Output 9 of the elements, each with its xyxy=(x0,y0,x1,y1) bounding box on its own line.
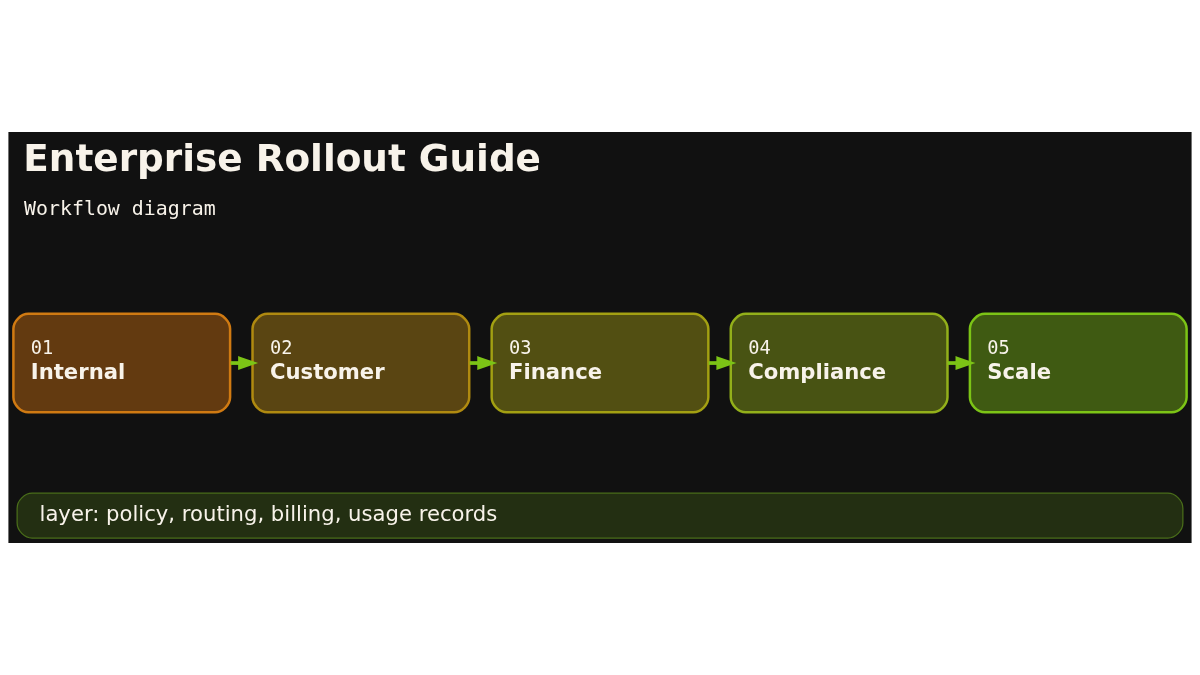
arrow xyxy=(947,356,976,371)
node-box: 03 Finance xyxy=(490,312,710,414)
node-box: 02 Customer xyxy=(251,312,471,414)
node-box: 04 Compliance xyxy=(729,312,949,414)
node-box: 01 Internal xyxy=(12,312,232,414)
node-box: 05 Scale xyxy=(968,312,1188,414)
node-box: layer: policy, routing, billing, usage records xyxy=(16,492,1184,539)
label: Workflow diagram xyxy=(23,197,216,221)
diagram-title: Enterprise Rollout Guide xyxy=(23,135,541,180)
